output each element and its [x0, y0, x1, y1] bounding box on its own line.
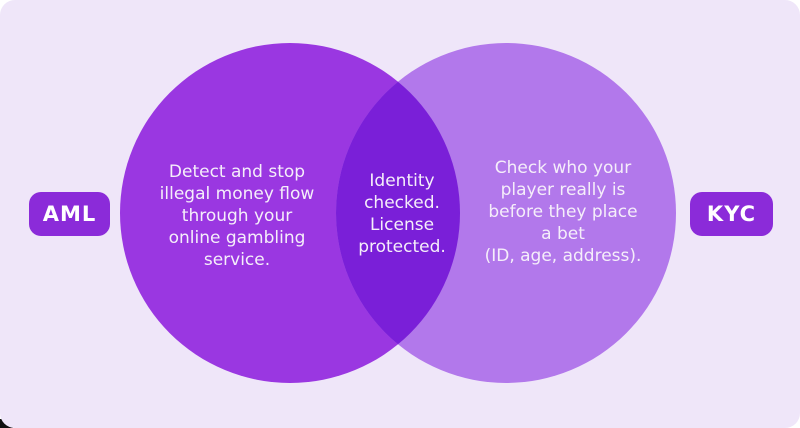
- overlap-region: [336, 43, 460, 383]
- kyc-circle-text: Check who your player really is before t…: [484, 158, 642, 266]
- aml-badge: AML: [29, 192, 110, 236]
- overlap-text: Identity checked. License protected.: [358, 171, 446, 257]
- kyc-badge: KYC: [690, 192, 773, 236]
- aml-circle-text: Detect and stop illegal money flow throu…: [159, 162, 315, 270]
